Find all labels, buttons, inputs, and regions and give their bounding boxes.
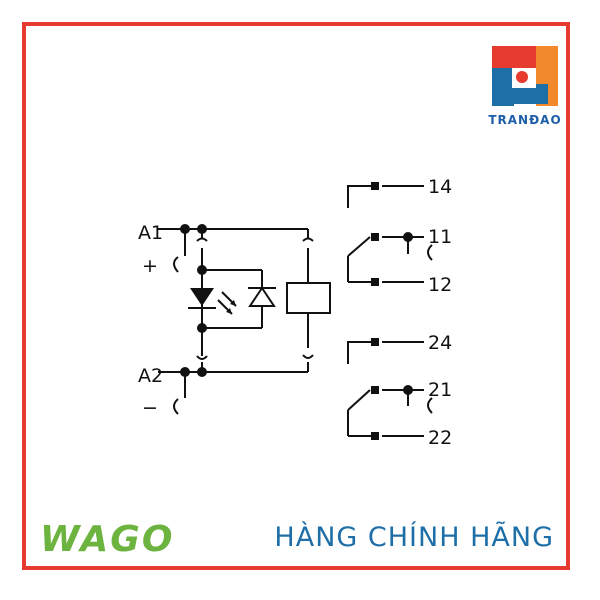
term-21: 21 [428,379,452,401]
a2-minus-arc [173,398,179,415]
diode-symbol [248,286,276,307]
term-24: 24 [428,332,452,354]
term-12: 12 [428,274,452,296]
center-top-plug [196,237,208,242]
label-minus: − [142,397,158,419]
a1-plus-arc [173,256,179,273]
coil-circuit [158,228,331,415]
wago-logo: WAGO [40,519,174,560]
logo-bottom-bar [504,84,548,104]
contact-1-blade [347,236,371,257]
trandao-logo [492,46,558,106]
contact-11-arc [427,244,433,261]
logo-top-bar [492,46,550,68]
label-a2: A2 [138,365,163,387]
contact-21-arc [427,397,433,414]
footer-slogan: HÀNG CHÍNH HÃNG [274,522,554,553]
coil-bottom-plug [302,354,314,359]
term-11: 11 [428,226,452,248]
coil-box [286,282,331,314]
logo-dot [516,71,528,83]
contacts [347,185,433,437]
contact-14-lead [347,185,372,208]
term-14: 14 [428,176,452,198]
center-bottom-plug [196,355,208,360]
junction-dots [180,224,207,377]
red-frame [22,22,570,570]
contact-pins [371,182,413,440]
contact-2-blade [347,389,371,411]
contact-24-lead [347,341,372,364]
led-symbol [188,288,237,315]
svg-text:WAGO: WAGO [40,519,174,560]
coil-top-plug [302,237,314,242]
label-a1: A1 [138,222,163,244]
logo-wordmark: TRANĐAO [488,113,562,127]
label-plus: + [142,255,158,277]
term-22: 22 [428,427,452,449]
